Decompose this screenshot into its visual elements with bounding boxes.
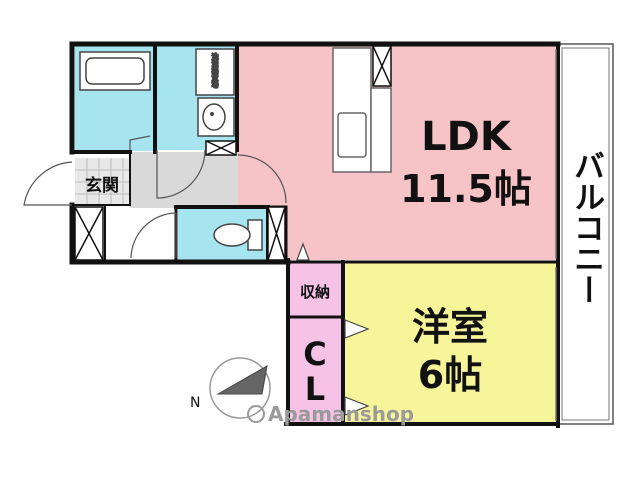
compass-north: N (190, 395, 200, 411)
watermark: Apamanshop (247, 402, 414, 426)
room-storage (288, 263, 343, 317)
room-western (343, 263, 556, 423)
ldk-name: LDK (421, 114, 513, 160)
room-ldk (238, 46, 558, 260)
western-name: 洋室 (412, 305, 488, 349)
entrance-floor (75, 158, 129, 206)
western-size: 6帖 (418, 353, 482, 397)
entrance-label: 玄関 (85, 175, 119, 196)
door-swings (23, 135, 287, 259)
closet-c: C (303, 335, 326, 373)
walls (69, 41, 561, 428)
room-closet (288, 317, 343, 423)
compass-icon: N (190, 357, 271, 419)
balcony (557, 43, 614, 425)
kitchen-counter (332, 47, 392, 173)
balcony-label: バルコニー (568, 150, 604, 305)
closet-l: L (305, 370, 325, 408)
washing-machine-area: 洗濯機置場 (195, 48, 235, 96)
ldk-size: 11.5帖 (400, 167, 532, 211)
watermark-text: Apamanshop (268, 402, 414, 426)
toilet-icon (213, 219, 263, 251)
washer-label: 洗濯機置場 (211, 52, 219, 89)
kitchen-sink-icon (337, 112, 367, 158)
door-arrows (296, 242, 370, 416)
washbasin-icon (197, 97, 235, 137)
bathtub-icon (79, 51, 151, 91)
hallway (130, 152, 238, 208)
pillars (74, 45, 392, 261)
storage-label: 収納 (300, 283, 330, 301)
